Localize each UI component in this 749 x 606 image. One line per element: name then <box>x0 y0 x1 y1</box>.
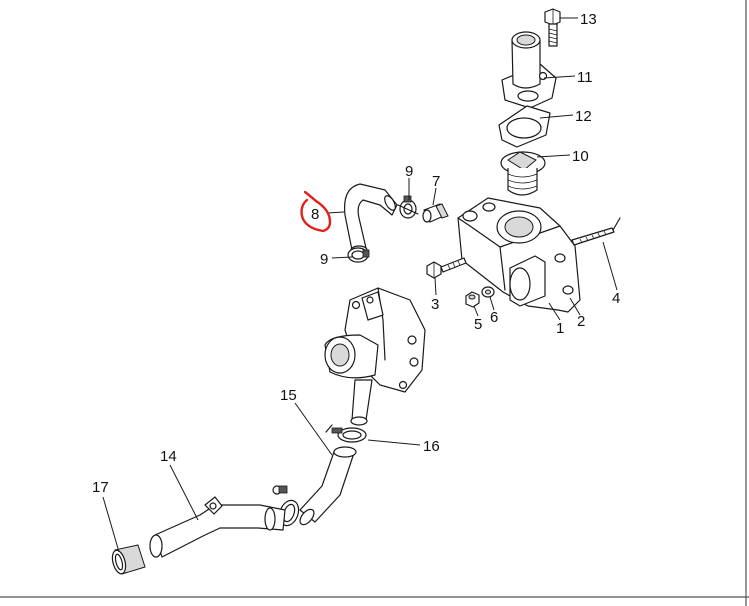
washer-6 <box>481 286 495 298</box>
gasket-12 <box>498 105 551 148</box>
label-14: 14 <box>160 448 177 465</box>
stud-4 <box>571 217 621 246</box>
water-pump <box>324 287 426 426</box>
label-7: 7 <box>432 173 440 190</box>
label-11: 11 <box>577 69 593 86</box>
label-1: 1 <box>556 320 564 337</box>
bolt-3 <box>426 257 467 279</box>
thermostat-housing-1 <box>457 197 581 313</box>
label-5: 5 <box>474 316 482 333</box>
label-13: 13 <box>580 11 597 28</box>
highlight-marker <box>300 190 332 233</box>
label-8: 8 <box>311 206 319 223</box>
hose-clamp-9-lower <box>347 247 370 263</box>
label-4: 4 <box>612 290 620 307</box>
label-10: 10 <box>572 148 589 165</box>
leader-lines <box>102 17 618 553</box>
bypass-hose-8 <box>343 183 398 255</box>
label-6: 6 <box>490 309 498 326</box>
pipe-14 <box>149 496 286 558</box>
label-3: 3 <box>431 296 439 313</box>
nipple-7 <box>422 203 449 223</box>
hose-clamp-9-upper <box>397 195 419 219</box>
thermostat-cover-11 <box>501 31 557 109</box>
label-15: 15 <box>280 387 297 404</box>
label-2: 2 <box>577 313 585 330</box>
hose-clamp-16 <box>325 424 367 443</box>
thermostat-10 <box>500 151 546 196</box>
nut-5 <box>465 291 480 308</box>
label-16: 16 <box>423 438 440 455</box>
label-17: 17 <box>92 479 109 496</box>
sleeve-17 <box>111 544 146 575</box>
bent-hose-15 <box>299 446 357 526</box>
label-9-lower: 9 <box>320 251 328 268</box>
bolt-13 <box>544 8 561 47</box>
label-12: 12 <box>575 108 592 125</box>
label-9-upper: 9 <box>405 163 413 180</box>
